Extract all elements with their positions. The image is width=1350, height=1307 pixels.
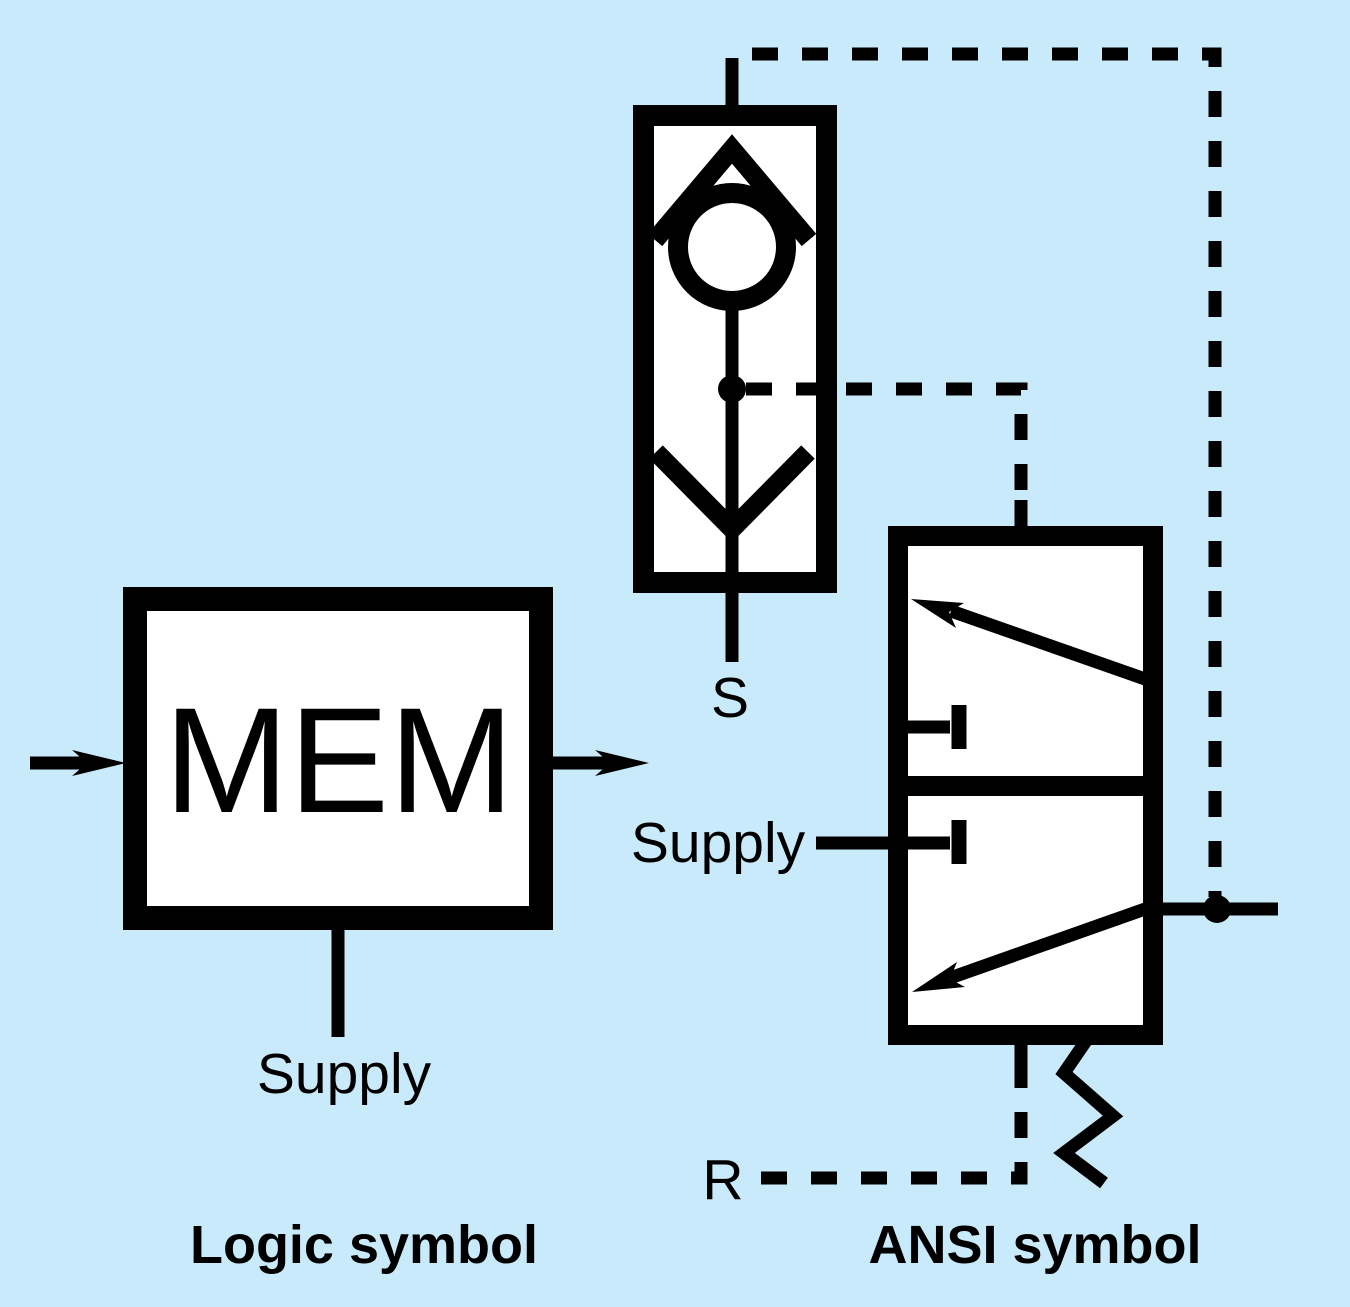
set-port-label: S <box>711 666 749 730</box>
lower-blocked-port-icon <box>816 820 967 864</box>
pilot-circle-icon <box>668 183 796 311</box>
output-arrow-icon <box>553 750 649 776</box>
reset-dashed-line <box>757 1062 1028 1185</box>
lower-flow-arrow-icon <box>912 901 1151 992</box>
input-arrow-icon <box>30 750 126 776</box>
upper-blocked-port-icon <box>898 705 967 749</box>
exhaust-vee-icon <box>649 445 815 543</box>
mem-label: MEM <box>164 676 514 844</box>
feedback-dashed-line <box>725 47 1222 897</box>
reset-port-label: R <box>702 1148 743 1212</box>
logic-caption: Logic symbol <box>190 1215 538 1275</box>
ansi-supply-label: Supply <box>631 811 806 875</box>
upper-flow-arrow-icon <box>911 599 1151 687</box>
pilot-valve-group: S <box>633 105 837 730</box>
spring-icon <box>1053 1034 1124 1189</box>
logic-symbol-group: MEM Supply Logic symbol <box>30 587 649 1275</box>
output-junction-dot <box>1203 895 1231 923</box>
ansi-symbol-group: Supply R ANSI symbol <box>631 526 1278 1275</box>
signal-dashed-line <box>746 382 1028 502</box>
mem-box <box>123 587 553 930</box>
pilot-junction-dot <box>718 375 746 403</box>
logic-supply-label: Supply <box>257 1042 432 1106</box>
ansi-caption: ANSI symbol <box>868 1215 1201 1275</box>
pilot-lines-group <box>725 47 1222 897</box>
